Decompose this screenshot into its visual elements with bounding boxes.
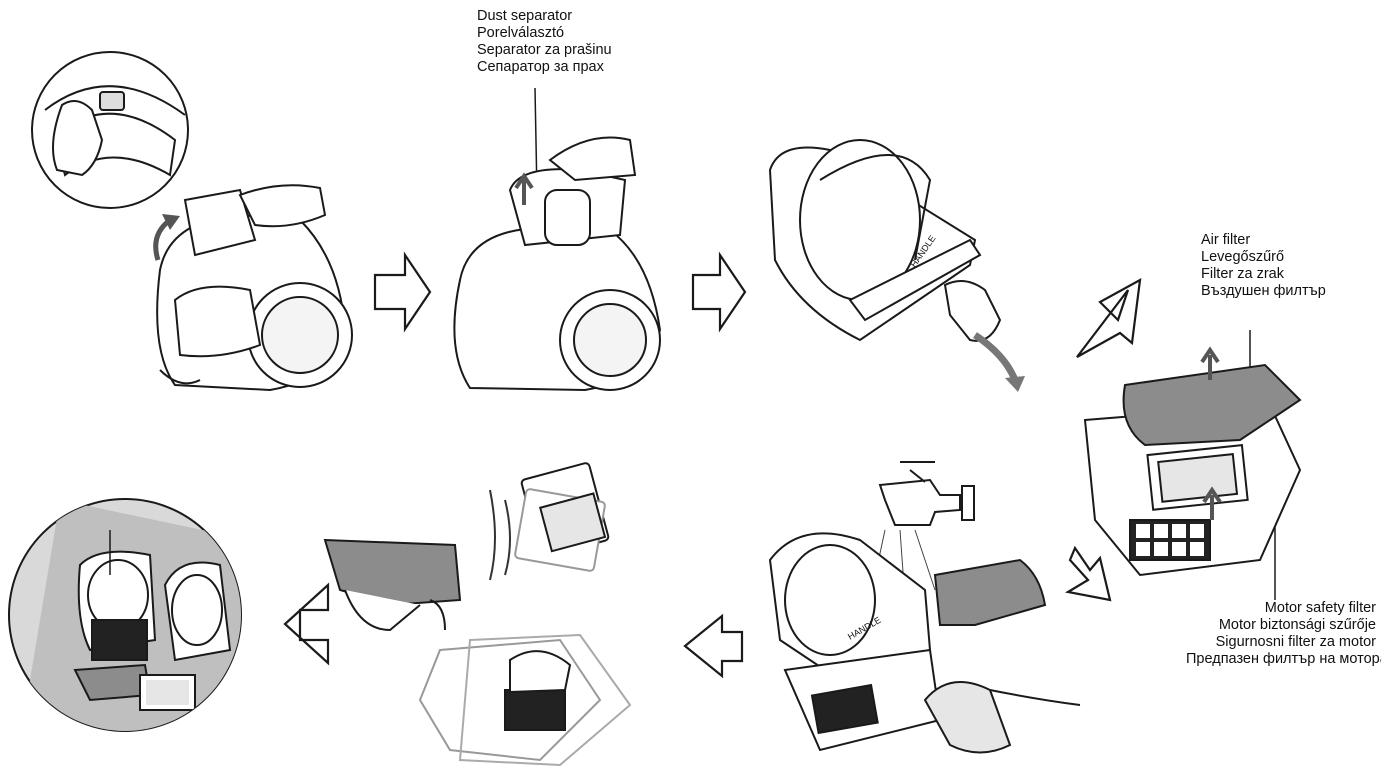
step-arrow-icon xyxy=(691,251,747,333)
air-filter-label: Air filter Levegőszűrő Filter za zrak Въ… xyxy=(1201,232,1326,300)
shaken-filter-box xyxy=(418,633,632,767)
step-arrow-icon xyxy=(283,582,330,666)
step-4-filters xyxy=(1083,330,1302,600)
air-filter-label-hr: Filter za zrak xyxy=(1201,266,1284,282)
motor-filter-label-hu: Motor biztonsági szűrője xyxy=(1218,617,1376,633)
hand-icon xyxy=(238,184,327,228)
turn-arrow xyxy=(973,332,1019,382)
vacuum-cleaner-icon xyxy=(156,188,353,392)
step-arrow-icon xyxy=(373,251,432,333)
motor-filter-label-hr: Sigurnosni filter za motor xyxy=(1215,634,1376,650)
air-filter-cover xyxy=(1122,363,1302,447)
dust-separator-label-bg: Сепаратор за прах xyxy=(477,59,604,75)
air-filter-label-en: Air filter xyxy=(1201,232,1251,248)
air-filter-label-bg: Въздушен филтър xyxy=(1201,283,1326,299)
step-arrows xyxy=(283,251,1142,679)
step-7-reassembled-circle xyxy=(8,498,242,732)
step-arrow-icon xyxy=(1064,545,1112,602)
air-filter-label-hu: Levegőszűrő xyxy=(1201,249,1285,265)
step-arrow-icon xyxy=(683,613,744,679)
step-5-wash: HANDLE xyxy=(768,461,1081,754)
step-1-open-lid xyxy=(31,51,353,392)
step-3-separator-handle: HANDLE xyxy=(768,139,1025,392)
wrung-filter-cloth xyxy=(323,538,462,607)
dust-separator-label: Dust separator Porelválasztó Separator z… xyxy=(477,8,612,76)
motor-filter-label-bg: Предпазен филтър на мотора xyxy=(1186,651,1381,667)
shaken-filter-frames xyxy=(514,462,610,572)
dust-separator-label-hr: Separator za prašinu xyxy=(477,42,612,58)
step-arrow-icon xyxy=(1076,277,1142,358)
motor-filter-label-en: Motor safety filter xyxy=(1264,600,1376,616)
motor-safety-filter-label: Motor safety filter Motor biztonsági szű… xyxy=(1186,600,1381,668)
dust-separator-label-hu: Porelválasztó xyxy=(477,25,565,41)
step-2-remove-separator xyxy=(453,87,662,392)
water-tap-icon xyxy=(878,461,975,526)
step-6-dry xyxy=(323,462,632,767)
wet-air-filter xyxy=(933,558,1047,626)
inset-lid-latch-circle xyxy=(31,51,189,209)
dust-separator-label-en: Dust separator xyxy=(477,8,573,24)
filter-grid xyxy=(1129,519,1211,561)
